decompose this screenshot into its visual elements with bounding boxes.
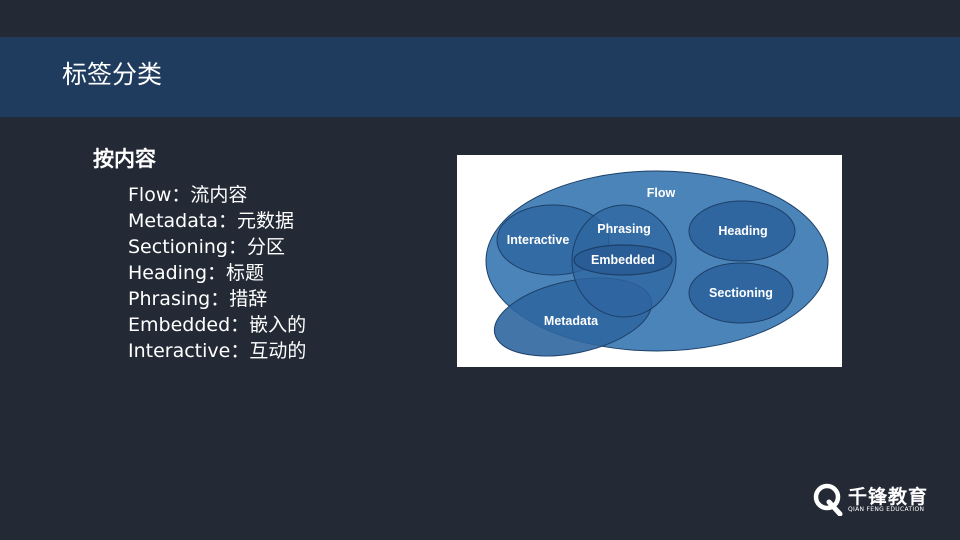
venn-diagram-svg: Flow Interactive Phrasing Embedded Headi… bbox=[485, 170, 829, 357]
list-item: Flow：流内容 bbox=[128, 184, 248, 206]
list-item: Interactive：互动的 bbox=[128, 340, 307, 362]
title-bar: 标签分类 bbox=[0, 37, 960, 117]
embedded-region bbox=[573, 244, 673, 276]
metadata-label: Metadata bbox=[544, 314, 599, 328]
list-item: Heading：标题 bbox=[128, 262, 265, 284]
interactive-label: Interactive bbox=[507, 233, 570, 247]
logo-name: 千锋教育 bbox=[848, 486, 929, 508]
sectioning-label: Sectioning bbox=[709, 286, 773, 300]
flow-label: Flow bbox=[647, 186, 676, 200]
phrasing-label: Phrasing bbox=[597, 222, 651, 236]
qf-logo-icon bbox=[813, 483, 843, 516]
sectioning-region bbox=[688, 262, 794, 324]
page-title: 标签分类 bbox=[62, 60, 163, 89]
content-category-diagram: Flow Interactive Phrasing Embedded Headi… bbox=[457, 155, 842, 367]
section-heading: 按内容 bbox=[93, 147, 156, 171]
heading-region bbox=[688, 200, 796, 262]
brand-logo: 千锋教育 QIAN FENG EDUCATION bbox=[812, 482, 942, 518]
logo-subtitle: QIAN FENG EDUCATION bbox=[848, 506, 925, 513]
category-list: Flow：流内容 Metadata：元数据 Sectioning：分区 Head… bbox=[128, 182, 306, 364]
list-item: Metadata：元数据 bbox=[128, 210, 294, 232]
list-item: Sectioning：分区 bbox=[128, 236, 285, 258]
list-item: Phrasing：措辞 bbox=[128, 288, 268, 310]
heading-label: Heading bbox=[718, 224, 767, 238]
embedded-label: Embedded bbox=[591, 253, 655, 267]
list-item: Embedded：嵌入的 bbox=[128, 314, 307, 336]
